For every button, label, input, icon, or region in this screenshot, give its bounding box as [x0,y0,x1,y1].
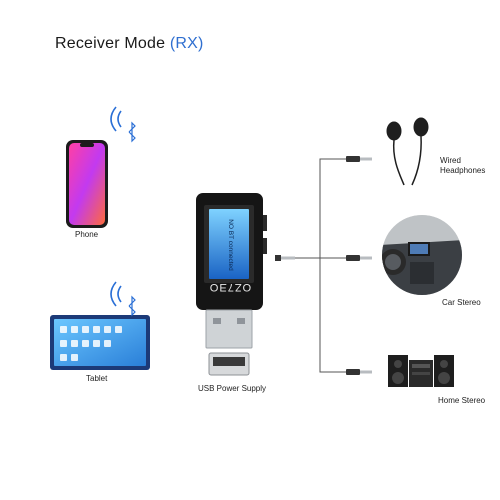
phone-label: Phone [75,230,99,239]
title-text: Receiver Mode [55,35,166,52]
audio-jack-icon [275,156,372,375]
headphones-icon [386,117,429,186]
bluetooth-icon [110,281,136,317]
bluetooth-receiver-device [196,193,267,349]
car-stereo-label: Car Stereo [442,298,481,307]
headphones-label: Wired Headphones [440,156,486,175]
car-dashboard-icon [382,215,462,295]
title-mode: (RX) [169,35,204,52]
device-brand: OZ7ƎO [209,281,251,293]
power-supply-label: USB Power Supply [198,384,267,393]
page-title: Receiver Mode (RX) [55,35,204,53]
device-screen-text: NO BT connected [227,219,234,271]
home-stereo-label: Home Stereo [438,396,486,405]
audio-cables [275,158,346,373]
stereo-icon [388,355,454,387]
usb-port-icon [208,352,250,376]
tablet-icon [50,315,150,370]
tablet-label: Tablet [86,374,108,383]
phone-icon [66,140,108,228]
bluetooth-icon [110,106,136,143]
